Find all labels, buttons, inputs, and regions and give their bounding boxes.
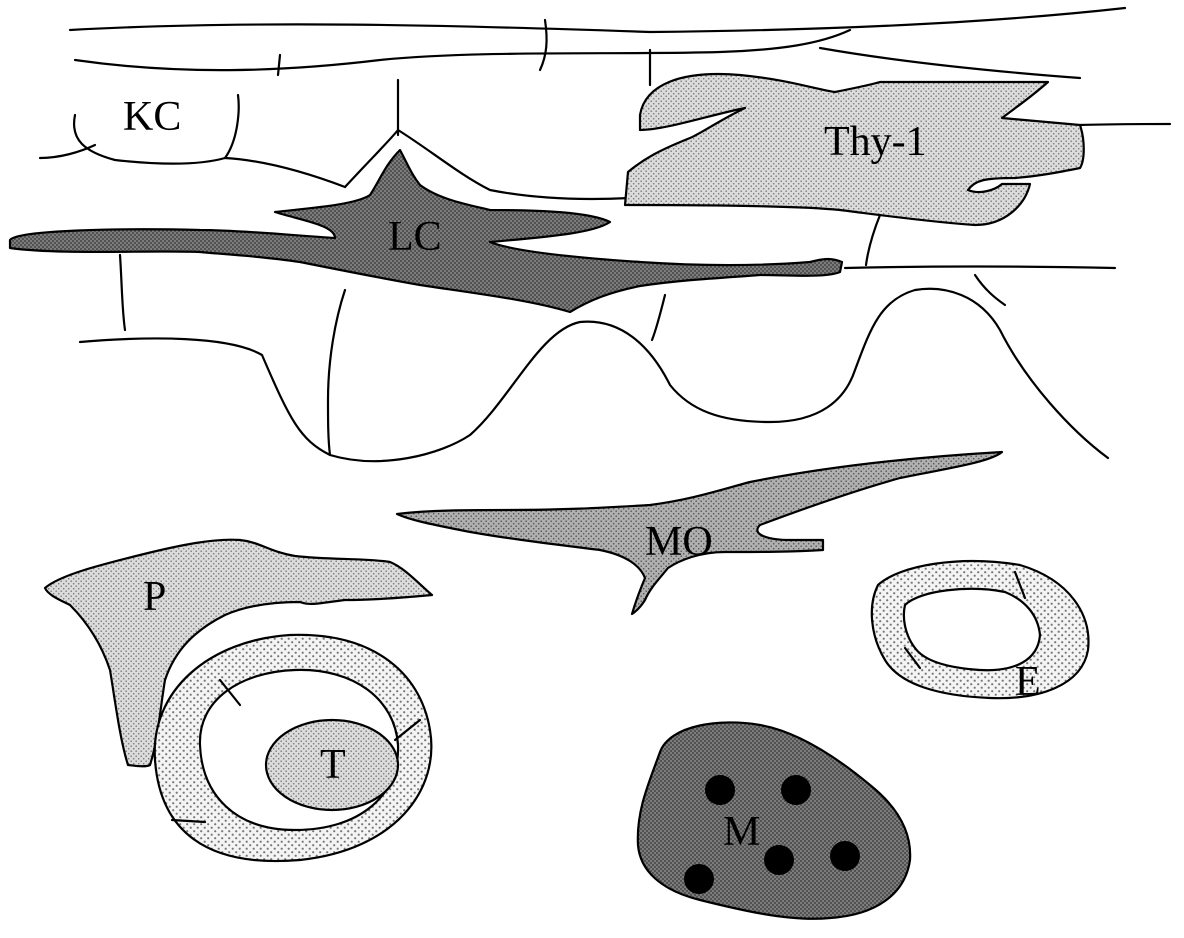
lc-label: LC — [388, 214, 442, 260]
cell-divider-i — [975, 275, 1005, 305]
m-cell-body — [638, 722, 910, 918]
m-label: M — [723, 809, 760, 855]
vessel-e-ring — [872, 561, 1089, 698]
basal-line — [845, 267, 1115, 269]
top-surface-line — [70, 8, 1125, 32]
kc-cell-right-edge — [225, 158, 345, 187]
granule-5 — [684, 864, 714, 894]
thy1-label: Thy-1 — [824, 119, 927, 165]
cell-divider-h — [652, 295, 665, 340]
cell-divider-e — [866, 215, 880, 265]
m-cell: M — [638, 722, 910, 918]
granule-3 — [764, 845, 794, 875]
vessel-with-t-cell: T — [155, 635, 432, 861]
cell-divider-f — [120, 255, 125, 330]
cell-border-right-top — [820, 48, 1080, 78]
top-cell-lower-border — [75, 30, 850, 70]
e-label: E — [1015, 659, 1041, 705]
t-label: T — [320, 742, 346, 788]
cell-divider-g — [328, 290, 345, 455]
mo-label: MO — [645, 519, 713, 565]
granule-1 — [705, 775, 735, 805]
vessel-e: E — [872, 561, 1089, 705]
kc-label: KC — [123, 94, 181, 140]
granule-4 — [830, 841, 860, 871]
basement-membrane — [80, 289, 1108, 461]
thy1-cell: Thy-1 — [625, 74, 1084, 225]
p-label: P — [143, 574, 166, 620]
cell-divider-b — [278, 55, 280, 75]
granule-2 — [781, 775, 811, 805]
thy1-right-line — [1080, 124, 1170, 125]
